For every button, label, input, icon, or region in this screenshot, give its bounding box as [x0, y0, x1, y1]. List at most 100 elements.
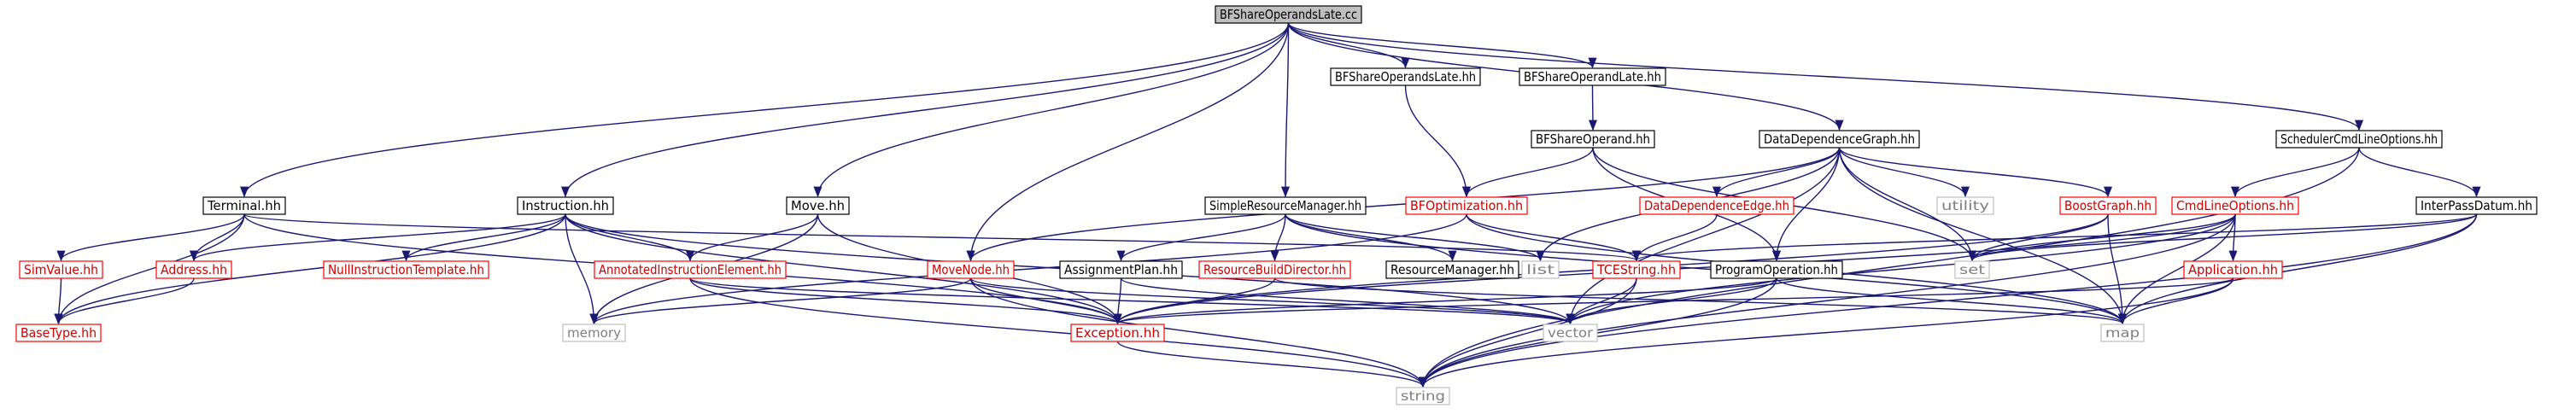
node-bfoptimization-hh[interactable]: BFOptimization.hh [1405, 196, 1528, 215]
node-datadependencegraph-hh[interactable]: DataDependenceGraph.hh [1759, 130, 1920, 149]
node-simvalue-hh[interactable]: SimValue.hh [19, 260, 103, 279]
node-label: utility [1941, 198, 1989, 213]
node-box [1521, 260, 1560, 279]
edge-path [1404, 85, 1472, 198]
edge-BFShareOperandsLate_hh-to-BFOptimization_hh [1404, 85, 1472, 198]
edge-BFShareOperandsLate_cc-to-Instruction_hh [561, 22, 1290, 198]
edge-BFShareOperandsLate_cc-to-Terminal_hh [240, 22, 1290, 198]
node-map: map [2100, 324, 2145, 342]
edge-SimpleResourceManager_hh-to-list [1285, 213, 1545, 262]
edge-Address_hh-to-BaseType_hh [54, 277, 195, 325]
node-box [1330, 67, 1481, 86]
edge-path [1838, 147, 2112, 198]
edge-BFShareOperandsLate_cc-to-BFShareOperandsLate_hh [1287, 22, 1410, 69]
node-label: Address.hh [161, 262, 227, 277]
node-label: DataDependenceEdge.hh [1644, 198, 1789, 213]
edge-path [1419, 277, 2234, 388]
node-box [517, 196, 614, 215]
node-simpleresourcemanager-hh[interactable]: SimpleResourceManager.hh [1204, 196, 1367, 215]
node-resourcemanager-hh[interactable]: ResourceManager.hh [1385, 260, 1519, 279]
node-label: Move.hh [791, 198, 845, 213]
edge-DataDependenceGraph_hh-to-utility [1838, 147, 1970, 198]
edge-BFOptimization_hh-to-TCEString_hh [1466, 213, 1641, 262]
node-box [2183, 260, 2283, 279]
edge-path [1771, 147, 1841, 262]
node-vector: vector [1543, 324, 1598, 342]
node-movenode-hh[interactable]: MoveNode.hh [927, 260, 1015, 279]
edge-BFShareOperand_hh-to-BFOptimization_hh [1462, 147, 1594, 198]
node-label: Terminal.hh [207, 198, 281, 213]
node-boostgraph-hh[interactable]: BoostGraph.hh [2059, 196, 2157, 215]
edge-path [1114, 277, 2234, 325]
edge-path [686, 213, 819, 262]
node-box [1543, 324, 1598, 342]
node-box [1710, 260, 1843, 279]
node-bfshareoperand-hh[interactable]: BFShareOperand.hh [1531, 130, 1655, 149]
node-box [927, 260, 1015, 279]
node-address-hh[interactable]: Address.hh [155, 260, 232, 279]
edge-path [1113, 277, 1276, 325]
node-instruction-hh[interactable]: Instruction.hh [517, 196, 614, 215]
node-programoperation-hh[interactable]: ProgramOperation.hh [1710, 260, 1843, 279]
node-box [2275, 130, 2443, 149]
edge-path [565, 213, 1122, 325]
node-resourcebuilddirector-hh[interactable]: ResourceBuildDirector.hh [1198, 260, 1351, 279]
edge-path [1285, 213, 2127, 325]
edge-Instruction_hh-to-Address_hh [190, 213, 566, 262]
node-box [15, 324, 102, 342]
edge-ProgramOperation_hh-to-map [1776, 277, 2127, 325]
node-box [2059, 196, 2157, 215]
edge-BFShareOperandsLate_cc-to-SimpleResourceManager_hh [1280, 22, 1291, 198]
edge-Application_hh-to-string [1419, 277, 2234, 388]
node-terminal-hh[interactable]: Terminal.hh [202, 196, 286, 215]
node-nullinstructiontemplate-hh[interactable]: NullInstructionTemplate.hh [323, 260, 489, 279]
edge-InterPassDatum_hh-to-TCEString_hh [1632, 213, 2478, 262]
node-schedulercmdlineoptions-hh[interactable]: SchedulerCmdLineOptions.hh [2275, 130, 2443, 149]
node-bfshareoperandslate-hh[interactable]: BFShareOperandsLate.hh [1330, 67, 1481, 86]
edge-path [1632, 213, 2478, 262]
node-label: ResourceManager.hh [1390, 262, 1514, 277]
node-label: Application.hh [2188, 262, 2278, 277]
node-exception-hh[interactable]: Exception.hh [1070, 324, 1165, 342]
node-bfshareoperandlate-hh[interactable]: BFShareOperandLate.hh [1519, 67, 1666, 86]
edge-path [1838, 147, 2127, 325]
node-label: Instruction.hh [522, 198, 609, 213]
edge-AnnotatedInstructionElement_hh-to-Exception_hh [689, 277, 1122, 325]
node-label: DataDependenceGraph.hh [1764, 131, 1915, 147]
edge-Application_hh-to-Exception_hh [1114, 277, 2234, 325]
edge-DataDependenceGraph_hh-to-map [1838, 147, 2127, 325]
node-cmdlineoptions-hh[interactable]: CmdLineOptions.hh [2171, 196, 2299, 215]
node-application-hh[interactable]: Application.hh [2183, 260, 2283, 279]
edge-path [1419, 277, 1777, 388]
edge-BFShareOperandLate_hh-to-BFShareOperand_hh [1588, 85, 1598, 131]
edge-CmdLineOptions_hh-to-set [1968, 213, 2236, 262]
node-move-hh[interactable]: Move.hh [786, 196, 850, 215]
node-label: BoostGraph.hh [2064, 198, 2152, 213]
node-label: BFShareOperand.hh [1536, 131, 1650, 147]
node-assignmentplan-hh[interactable]: AssignmentPlan.hh [1059, 260, 1183, 279]
node-label: TCEString.hh [1596, 262, 1676, 277]
node-box [1396, 387, 1450, 405]
node-datadependenceedge-hh[interactable]: DataDependenceEdge.hh [1639, 196, 1794, 215]
edge-path [966, 147, 1841, 262]
edge-path [689, 277, 1122, 325]
edge-path [689, 277, 1427, 388]
node-bfshareoperandslate-cc[interactable]: BFShareOperandsLate.cc [1215, 5, 1362, 24]
node-box [786, 196, 850, 215]
node-interpassdatum-hh[interactable]: InterPassDatum.hh [2415, 196, 2538, 215]
edge-path [401, 213, 566, 262]
edge-path [589, 213, 1467, 325]
edge-InterPassDatum_hh-to-set [1968, 213, 2478, 262]
edge-path [565, 213, 694, 262]
node-memory: memory [562, 324, 626, 342]
node-label: ProgramOperation.hh [1715, 262, 1838, 277]
edge-path [56, 213, 245, 262]
edge-path [2118, 277, 2234, 325]
node-basetype-hh[interactable]: BaseType.hh [15, 324, 102, 342]
node-box [1936, 196, 1994, 215]
node-box [1405, 196, 1528, 215]
node-tcestring-hh[interactable]: TCEString.hh [1592, 260, 1681, 279]
node-box [1592, 260, 1681, 279]
node-annotatedinstructionelement-hh[interactable]: AnnotatedInstructionElement.hh [594, 260, 787, 279]
edge-path [1116, 213, 1286, 262]
